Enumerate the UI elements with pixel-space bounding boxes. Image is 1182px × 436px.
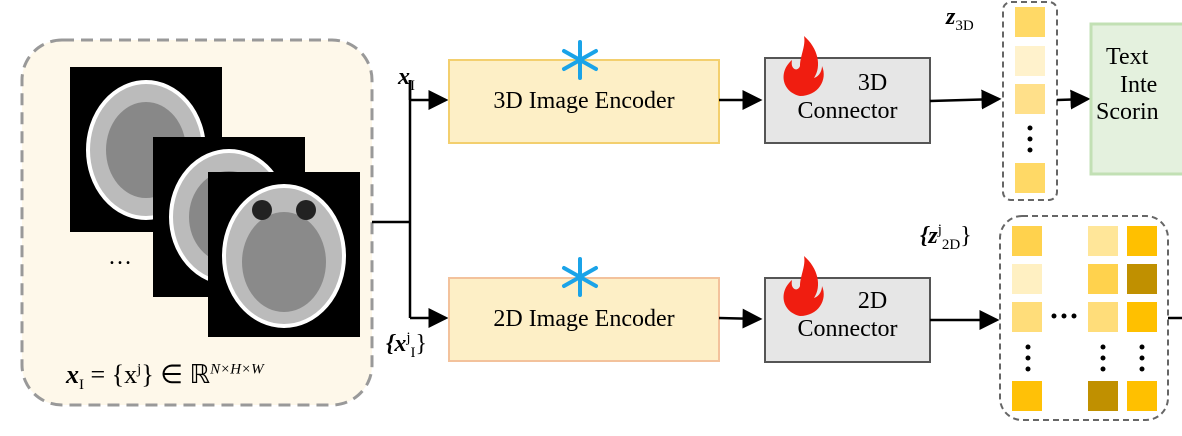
x-i-j-close: } bbox=[415, 331, 428, 357]
flame-icon bbox=[783, 256, 824, 316]
connector-3d-line1: 3D bbox=[857, 70, 888, 96]
token-square bbox=[1127, 381, 1157, 411]
scoring-box bbox=[1089, 22, 1182, 176]
token-square bbox=[1012, 381, 1042, 411]
z-3d-symbol: z bbox=[946, 4, 956, 30]
token-square bbox=[1015, 84, 1045, 114]
z-2d-label: {zj2D} bbox=[920, 222, 972, 254]
token-square bbox=[1127, 302, 1157, 332]
flame-icon bbox=[783, 36, 824, 96]
formula-sup: j bbox=[137, 361, 142, 378]
x-i-j-open: {x bbox=[386, 331, 407, 357]
token-square bbox=[1088, 226, 1118, 256]
token-dots bbox=[1025, 313, 1145, 372]
token-square bbox=[1015, 163, 1045, 193]
tokens-2d bbox=[1012, 226, 1157, 411]
scoring-label: Text Inte Scorin bbox=[1096, 44, 1182, 127]
z-3d-sub: 3D bbox=[955, 17, 974, 34]
token-square bbox=[1127, 226, 1157, 256]
slice-ellipsis: … bbox=[108, 244, 132, 270]
connector-3d-line2: Connector bbox=[797, 97, 898, 124]
connector-2d-line1: 2D bbox=[857, 288, 888, 314]
formula-tail: } ∈ ℝ bbox=[141, 360, 211, 389]
ct-slice bbox=[208, 172, 360, 337]
x-i-j-sup: j bbox=[406, 330, 411, 346]
token-square bbox=[1015, 7, 1045, 37]
token-square bbox=[1012, 264, 1042, 294]
token-square bbox=[1015, 46, 1045, 76]
formula-exp: N×H×W bbox=[210, 361, 264, 378]
tokens-3d bbox=[1015, 7, 1045, 193]
x-i-sub: I bbox=[410, 77, 415, 94]
z-2d-open: {z bbox=[920, 223, 938, 249]
formula-x: x bbox=[66, 360, 79, 389]
snowflake-icon bbox=[562, 257, 598, 297]
x-i-j-label: {xjI} bbox=[386, 330, 427, 362]
encoder-2d-label: 2D Image Encoder bbox=[493, 306, 675, 332]
formula-rest: = {x bbox=[84, 360, 138, 389]
token-square bbox=[1088, 302, 1118, 332]
input-formula: xI = {xj} ∈ ℝN×H×W bbox=[66, 360, 264, 394]
scoring-line2: Inte bbox=[1120, 71, 1158, 98]
snowflake-icon bbox=[562, 40, 598, 80]
z-2d-close: } bbox=[960, 223, 972, 249]
token-square bbox=[1127, 264, 1157, 294]
z-3d-label: z3D bbox=[946, 4, 974, 35]
tokens-3d-box bbox=[1002, 1, 1058, 201]
token-square bbox=[1088, 264, 1118, 294]
z-2d-sub: 2D bbox=[941, 236, 961, 253]
x-i-label: xI bbox=[398, 64, 415, 95]
vertical-dots bbox=[1027, 125, 1033, 153]
encoder-2d-box bbox=[448, 277, 720, 362]
x-i-j-sub: I bbox=[410, 344, 416, 361]
encoder-3d-label: 3D Image Encoder bbox=[493, 88, 675, 114]
formula-sub: I bbox=[79, 377, 84, 394]
scoring-line3: Scorin bbox=[1096, 99, 1159, 126]
z-2d-sup: j bbox=[937, 222, 942, 238]
tokens-2d-box bbox=[999, 215, 1169, 421]
connector-2d-line2: Connector bbox=[797, 315, 898, 342]
token-square bbox=[1088, 381, 1118, 411]
token-square bbox=[1012, 226, 1042, 256]
x-i-symbol: x bbox=[398, 64, 410, 90]
token-square bbox=[1012, 302, 1042, 332]
encoder-3d-box bbox=[448, 59, 720, 144]
scoring-line1: Text bbox=[1106, 44, 1149, 70]
